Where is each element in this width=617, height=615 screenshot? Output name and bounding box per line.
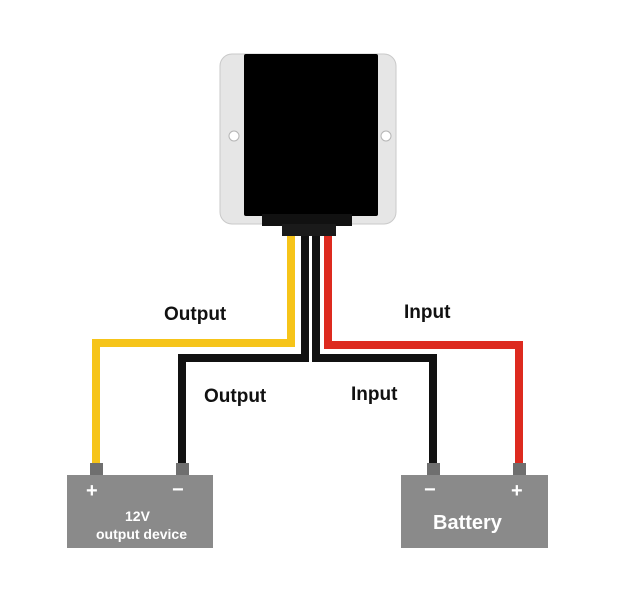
module-body (244, 54, 378, 216)
battery-plus-sign: + (511, 480, 523, 502)
terminal-output-negative (176, 463, 189, 476)
terminal-input-negative (427, 463, 440, 476)
wire-input-positive (324, 228, 523, 468)
wire-output-negative (178, 228, 309, 468)
wire-output-positive (92, 228, 295, 468)
label-input-lower: Input (351, 384, 398, 405)
cable-gland (282, 224, 336, 236)
battery-label: Battery (433, 512, 502, 534)
label-output-lower: Output (204, 386, 267, 407)
battery-minus-sign: − (424, 479, 436, 501)
module-base (262, 214, 352, 226)
battery-box (401, 475, 548, 548)
load-voltage-label: 12V (125, 508, 150, 524)
label-output-upper: Output (164, 304, 227, 325)
mount-hole-left (228, 130, 240, 142)
wire-input-negative (312, 228, 437, 468)
converter-module (219, 53, 397, 236)
terminal-input-positive (513, 463, 526, 476)
load-device-box (67, 475, 213, 548)
mount-hole-right (380, 130, 392, 142)
terminal-output-positive (90, 463, 103, 476)
load-minus-sign: − (172, 479, 184, 501)
load-device-label: output device (96, 526, 188, 542)
label-input-upper: Input (404, 302, 451, 323)
load-plus-sign: + (86, 480, 98, 502)
